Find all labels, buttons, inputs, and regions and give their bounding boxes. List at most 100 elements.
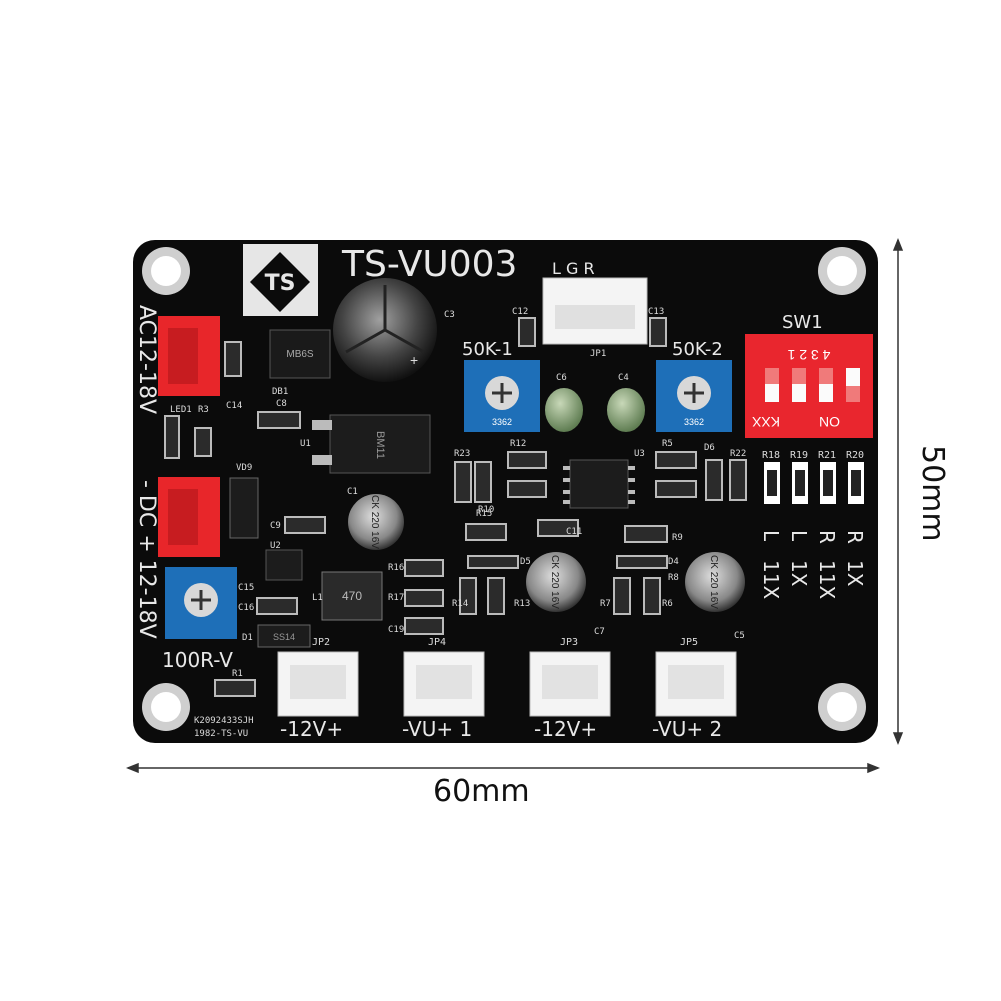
- diode-ss14: SS14: [257, 624, 311, 648]
- part-label: C12: [512, 307, 528, 317]
- part-label: R14: [452, 599, 468, 609]
- switch-kxx: KXX: [751, 414, 780, 430]
- regulator-u1: BM11: [312, 414, 431, 474]
- part-label: VD9: [236, 463, 252, 473]
- part-label: U1: [300, 439, 311, 449]
- switch-on: ON: [819, 414, 840, 430]
- part-label: U2: [270, 541, 281, 551]
- part-label: LED1: [170, 405, 192, 415]
- dc-red-connector[interactable]: [158, 477, 220, 557]
- switch-table: R 1X R 11X L 1X L 11X: [759, 530, 867, 599]
- ac-red-connector[interactable]: [158, 316, 220, 396]
- part-label: C5: [734, 631, 745, 641]
- part-label: C19: [388, 625, 404, 635]
- resistor-row: [764, 462, 864, 504]
- pot-50k-2[interactable]: 3362: [656, 360, 732, 432]
- label-r21: R21: [818, 450, 836, 461]
- part-label: R12: [510, 439, 526, 449]
- part-label: C9: [270, 521, 281, 531]
- label-jp3: JP3: [560, 637, 578, 648]
- part-label: U3: [634, 449, 645, 459]
- switch-numbers: 4 3 2 1: [787, 347, 830, 363]
- c3-polarity: +: [410, 352, 418, 368]
- part-label: R13: [514, 599, 530, 609]
- label-jp4: JP4: [428, 637, 446, 648]
- part-label: R7: [600, 599, 611, 609]
- svg-text:11X: 11X: [759, 560, 783, 599]
- part-label: R15: [476, 509, 492, 519]
- jp1-pin-labels: L G R: [552, 259, 595, 278]
- capacitor-c3: +: [333, 278, 437, 382]
- connector-jp2[interactable]: [277, 651, 359, 717]
- ac-input-label: AC12-18V: [134, 305, 159, 414]
- part-label: C3: [444, 310, 455, 320]
- part-label: C13: [648, 307, 664, 317]
- part-label: D4: [668, 557, 679, 567]
- serial-line-2: 1982-TS-VU: [194, 729, 248, 739]
- part-label: C1: [347, 487, 358, 497]
- logo-text: TS: [265, 271, 296, 296]
- u1-text: BM11: [374, 431, 386, 459]
- part-label: R6: [662, 599, 673, 609]
- board-title: TS-VU003: [341, 244, 517, 285]
- part-label: R16: [388, 563, 404, 573]
- part-label: D5: [520, 557, 531, 567]
- part-label: JP1: [590, 349, 606, 359]
- part-label: D6: [704, 443, 715, 453]
- connector-jp3[interactable]: [529, 651, 611, 717]
- part-label: C7: [594, 627, 605, 637]
- svg-text:CK 220 16V: CK 220 16V: [369, 495, 380, 549]
- svg-text:L: L: [787, 530, 811, 542]
- jp1-connector[interactable]: [542, 277, 648, 345]
- connector-label-jp5: -VU+ 2: [652, 717, 722, 741]
- bridge-text: MB6S: [286, 349, 314, 360]
- part-label: DB1: [272, 387, 288, 397]
- mounting-holes: [142, 247, 866, 731]
- smd-components: [164, 317, 747, 697]
- ic-u2: [265, 549, 303, 581]
- diode-vd9: [229, 477, 259, 539]
- capacitor-c5: CK 220 16V: [685, 552, 745, 612]
- pot-50k-1[interactable]: 3362: [464, 360, 540, 432]
- width-dimension-label: 60mm: [433, 774, 530, 809]
- part-label: R3: [198, 405, 209, 415]
- svg-text:SS14: SS14: [273, 632, 295, 642]
- connector-jp5[interactable]: [655, 651, 737, 717]
- pot-100r-v[interactable]: [165, 567, 237, 639]
- height-dimension-label: 50mm: [915, 445, 950, 542]
- part-label: R1: [232, 669, 243, 679]
- dip-switch-sw1[interactable]: 4 3 2 1 KXX ON: [745, 334, 873, 438]
- svg-text:3362: 3362: [684, 417, 704, 427]
- part-label: R17: [388, 593, 404, 603]
- connector-label-jp2: -12V+: [280, 717, 343, 741]
- svg-text:3362: 3362: [492, 417, 512, 427]
- label-r18: R18: [762, 450, 780, 461]
- label-jp2: JP2: [312, 637, 330, 648]
- part-label: R9: [672, 533, 683, 543]
- svg-text:CK 220 16V: CK 220 16V: [708, 555, 719, 609]
- label-r20: R20: [846, 450, 864, 461]
- part-label: R23: [454, 449, 470, 459]
- part-label: D1: [242, 633, 253, 643]
- svg-text:R: R: [815, 530, 839, 544]
- part-label: R10: [478, 505, 494, 515]
- label-jp5: JP5: [680, 637, 698, 648]
- svg-text:1X: 1X: [843, 560, 867, 587]
- capacitor-c1: CK 220 16V: [348, 494, 404, 550]
- ts-logo: TS: [243, 244, 318, 316]
- svg-text:CK 220 16V: CK 220 16V: [549, 555, 560, 609]
- part-label: C15: [238, 583, 254, 593]
- connector-label-jp4: -VU+ 1: [402, 717, 472, 741]
- switch-label: SW1: [782, 312, 823, 333]
- label-r19: R19: [790, 450, 808, 461]
- connector-jp4[interactable]: [403, 651, 485, 717]
- part-label: C4: [618, 373, 629, 383]
- part-label: C8: [276, 399, 287, 409]
- part-label: R22: [730, 449, 746, 459]
- svg-text:R: R: [843, 530, 867, 544]
- serial-line-1: K2092433SJH: [194, 716, 254, 726]
- bridge-rectifier: MB6S: [269, 329, 331, 379]
- dimension-lines: [125, 237, 904, 774]
